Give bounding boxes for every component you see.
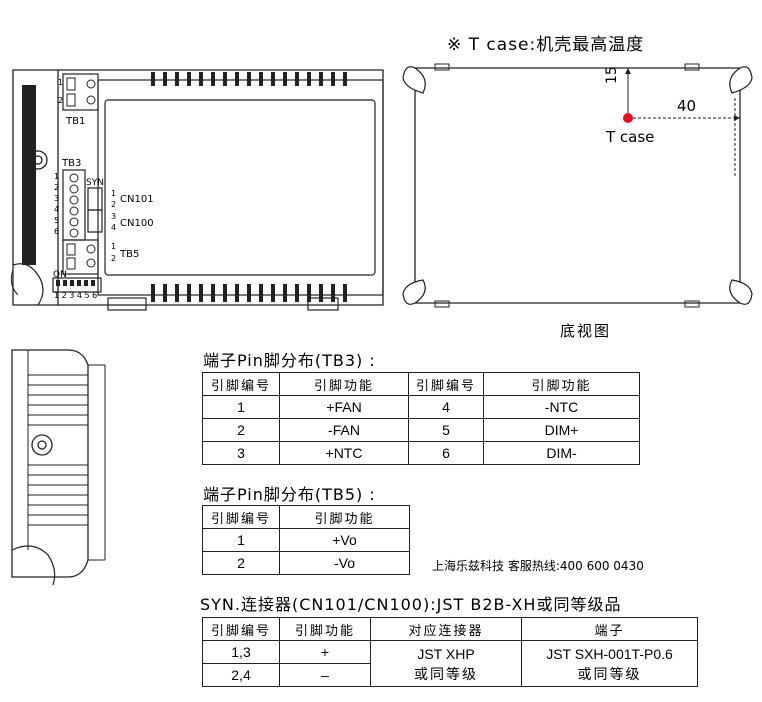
tcase-title: ※ T case:机壳最高温度	[447, 35, 645, 55]
col-header: 引脚功能	[279, 617, 371, 641]
table-cell: 2,4	[202, 663, 280, 687]
table-row: 1,3 + JST XHP 或同等级 JST SXH-001T-P0.6 或同等…	[202, 640, 698, 687]
table-cell: +NTC	[279, 441, 409, 465]
col-header: 引脚编号	[202, 505, 280, 529]
table-header-row: 引脚编号 引脚功能	[202, 505, 410, 529]
connector-cell: JST XHP 或同等级	[370, 640, 522, 687]
tb3-pin-3: 3	[54, 194, 60, 203]
table-cell: –	[279, 663, 371, 687]
cn100-pin-4: 4	[111, 223, 117, 232]
table-row: 1 +Vo	[202, 528, 410, 552]
table-row: 2,4 –	[202, 663, 698, 687]
tb3-pin-6: 6	[54, 227, 60, 236]
table-cell: 3	[202, 441, 280, 465]
tb3-section-title: 端子Pin脚分布(TB3) :	[203, 351, 376, 370]
table-cell: 5	[408, 418, 484, 442]
top-view-drawing	[10, 69, 384, 311]
dim-40-label: 40	[677, 97, 697, 115]
table-cell: 1,3	[202, 640, 280, 664]
tb1-pin-2: 2	[58, 96, 64, 105]
terminal-cell: JST SXH-001T-P0.6 或同等级	[521, 640, 698, 687]
tb3-pin-table: 引脚编号 引脚功能 引脚编号 引脚功能 1 +FAN 4 -NTC 2 -FAN…	[202, 372, 640, 465]
tcase-point-label: T case	[606, 128, 655, 146]
table-header-row: 引脚编号 引脚功能 引脚编号 引脚功能	[202, 372, 640, 396]
col-header: 引脚功能	[483, 372, 640, 396]
table-cell: -FAN	[279, 418, 409, 442]
col-header: 引脚编号	[202, 617, 280, 641]
connector-line-1: JST XHP	[417, 645, 475, 662]
table-cell: 6	[408, 441, 484, 465]
tb5-pin-table: 引脚编号 引脚功能 1 +Vo 2 -Vo	[202, 505, 410, 575]
tb5-section-title: 端子Pin脚分布(TB5) :	[203, 485, 376, 504]
col-header: 端子	[521, 617, 698, 641]
table-cell: -NTC	[483, 395, 640, 419]
tb5-pin-1: 1	[111, 242, 117, 251]
table-header-row: 引脚编号 引脚功能 对应连接器 端子	[202, 617, 698, 641]
tb1-label: TB1	[66, 116, 86, 127]
cn100-pin-3: 3	[111, 212, 117, 221]
cn101-pin-2: 2	[111, 200, 117, 209]
terminal-line-2: 或同等级	[577, 665, 642, 682]
cn100-label: CN100	[120, 218, 154, 229]
bottom-view-caption: 底视图	[560, 322, 612, 340]
table-cell: DIM+	[483, 418, 640, 442]
col-header: 引脚功能	[279, 505, 410, 529]
tb3-pin-4: 4	[54, 205, 60, 214]
table-row: 1 +FAN 4 -NTC	[202, 395, 640, 419]
table-cell: 1	[202, 528, 280, 552]
table-row: 3 +NTC 6 DIM-	[202, 441, 640, 465]
table-cell: +	[279, 640, 371, 664]
dip-on-label: ON	[53, 270, 67, 280]
dim-15-label: 15	[604, 66, 620, 84]
tb3-pin-1: 1	[54, 172, 60, 181]
table-cell: -Vo	[279, 551, 410, 575]
col-header: 对应连接器	[370, 617, 522, 641]
connector-line-2: 或同等级	[414, 665, 478, 682]
table-cell: 1	[202, 395, 280, 419]
syn-section-title: SYN.连接器(CN101/CN100):JST B2B-XH或同等级品	[200, 595, 622, 614]
table-cell: +Vo	[279, 528, 410, 552]
table-cell: DIM-	[483, 441, 640, 465]
table-cell: +FAN	[279, 395, 409, 419]
tb3-pin-2: 2	[54, 183, 60, 192]
tcase-dot	[623, 113, 633, 123]
table-cell: 4	[408, 395, 484, 419]
terminal-line-1: JST SXH-001T-P0.6	[546, 645, 673, 662]
table-cell: 2	[202, 418, 280, 442]
tb5-label: TB5	[120, 249, 140, 260]
col-header: 引脚编号	[202, 372, 280, 396]
table-row: 2 -Vo	[202, 551, 410, 575]
syn-pin-table: 引脚编号 引脚功能 对应连接器 端子 1,3 + JST XHP 或同等级 JS…	[202, 617, 698, 687]
syn-label: SYN	[86, 178, 104, 188]
hotline-text: 上海乐兹科技 客服热线:400 600 0430	[432, 559, 644, 573]
tb3-label: TB3	[62, 158, 82, 169]
dip-numbers: 1 2 3 4 5 6	[54, 291, 98, 300]
col-header: 引脚编号	[408, 372, 484, 396]
tb3-pin-5: 5	[54, 216, 60, 225]
col-header: 引脚功能	[279, 372, 409, 396]
table-row: 2 -FAN 5 DIM+	[202, 418, 640, 442]
table-cell: 2	[202, 551, 280, 575]
cn101-pin-1: 1	[111, 189, 117, 198]
cn101-label: CN101	[120, 194, 154, 205]
tb1-pin-1: 1	[58, 78, 64, 87]
bottom-view-drawing	[402, 63, 753, 308]
side-view-drawing	[11, 349, 106, 586]
tb5-pin-2: 2	[111, 254, 117, 263]
